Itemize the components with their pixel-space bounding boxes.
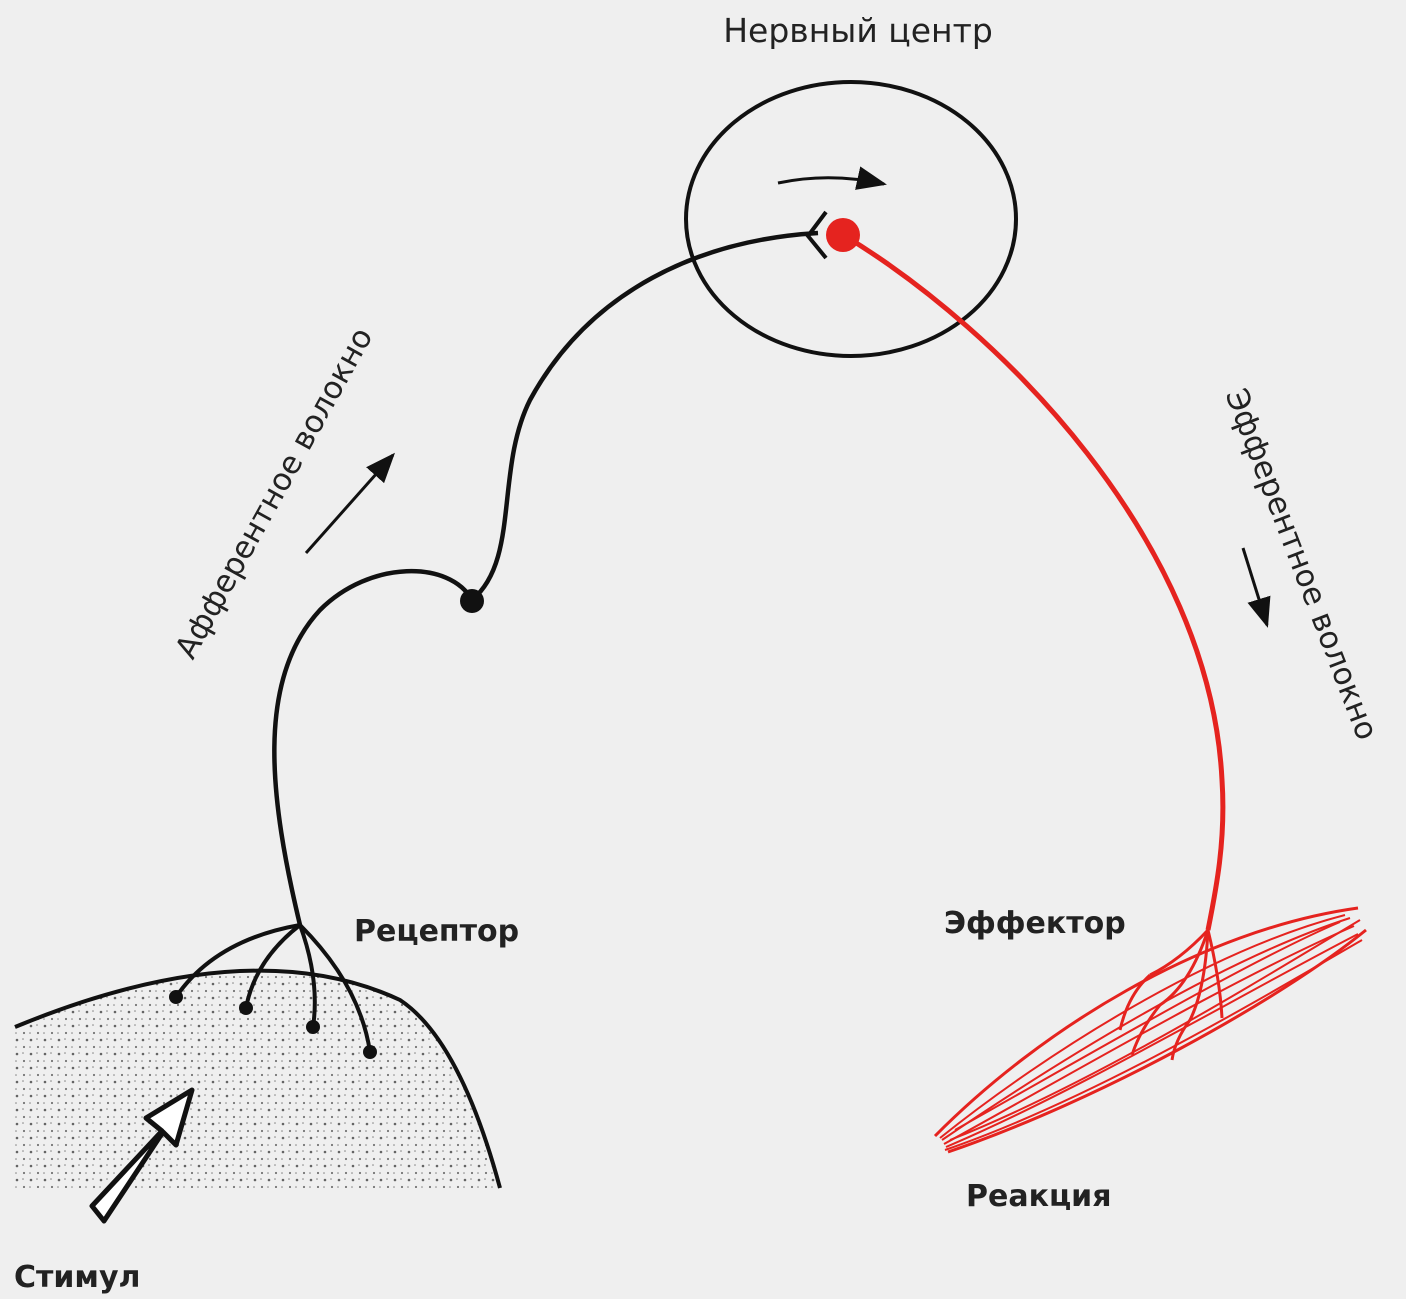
effector-label: Эффектор [944,906,1126,941]
motor-neuron-body [826,218,860,252]
nerve-center-label: Нервный центр [723,11,993,50]
motor-end-plates [1120,930,1222,1060]
afferent-direction-arrow [306,455,393,553]
receptor-label: Рецептор [354,914,519,949]
efferent-direction-arrow [1243,548,1267,625]
muscle-effector [935,908,1366,1152]
reaction-label: Реакция [966,1179,1111,1214]
nerve-center-circle [686,82,1016,356]
efferent-fiber-path [845,236,1223,930]
afferent-fiber-label: Афферентное волокно [168,322,380,665]
sensory-neuron-body [460,589,484,613]
direction-arrow-center [778,178,884,184]
skin-surface [15,971,500,1188]
efferent-fiber-label: Эфферентное волокно [1218,384,1385,745]
stimulus-label: Стимул [14,1260,140,1295]
